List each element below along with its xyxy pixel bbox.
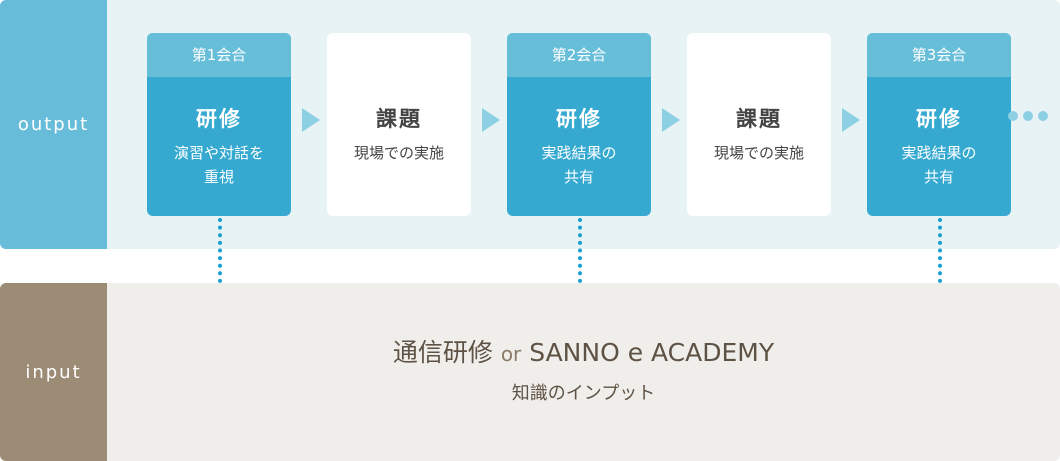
session-header: 第1会合 xyxy=(147,33,291,77)
step-desc: 現場での実施 xyxy=(353,144,444,162)
input-panel: input 通信研修 or SANNO e ACADEMY 知識のインプット xyxy=(0,283,1060,461)
dotted-connector xyxy=(578,218,582,283)
desc-line: 共有 xyxy=(923,168,954,186)
desc-line: 演習や対話を xyxy=(173,144,264,162)
step-title: 課題 xyxy=(736,107,782,131)
input-title-or: or xyxy=(500,342,522,366)
arrow-right-icon xyxy=(482,108,500,132)
desc-line: 実践結果の xyxy=(541,144,617,162)
step-title: 課題 xyxy=(376,107,422,131)
output-label: output xyxy=(0,0,107,249)
input-title: 通信研修 or SANNO e ACADEMY xyxy=(107,333,1060,369)
input-content: 通信研修 or SANNO e ACADEMY 知識のインプット xyxy=(107,333,1060,405)
step-title: 研修 xyxy=(916,107,962,131)
arrow-right-icon xyxy=(302,108,320,132)
step-session-3: 第3会合 研修 実践結果の共有 xyxy=(867,33,1011,216)
step-desc: 実践結果の共有 xyxy=(867,141,1011,189)
desc-line: 実践結果の xyxy=(901,144,977,162)
ellipsis-icon xyxy=(1008,111,1048,121)
dotted-connector xyxy=(218,218,222,283)
arrow-right-icon xyxy=(662,108,680,132)
step-title: 研修 xyxy=(196,107,242,131)
arrow-right-icon xyxy=(842,108,860,132)
input-title-en: SANNO e ACADEMY xyxy=(529,338,775,367)
session-header: 第2会合 xyxy=(507,33,651,77)
input-label: input xyxy=(0,283,107,461)
step-session-1: 第1会合 研修 演習や対話を重視 xyxy=(147,33,291,216)
input-title-jp: 通信研修 xyxy=(392,338,493,367)
dotted-connector xyxy=(938,218,942,283)
step-desc: 現場での実施 xyxy=(713,144,804,162)
desc-line: 共有 xyxy=(563,168,594,186)
input-subtitle: 知識のインプット xyxy=(511,383,656,404)
step-session-2: 第2会合 研修 実践結果の共有 xyxy=(507,33,651,216)
step-title: 研修 xyxy=(556,107,602,131)
step-task-2: 課題 現場での実施 xyxy=(687,33,831,216)
desc-line: 重視 xyxy=(203,168,234,186)
step-task-1: 課題 現場での実施 xyxy=(327,33,471,216)
step-desc: 実践結果の共有 xyxy=(507,141,651,189)
step-desc: 演習や対話を重視 xyxy=(147,141,291,189)
session-header: 第3会合 xyxy=(867,33,1011,77)
